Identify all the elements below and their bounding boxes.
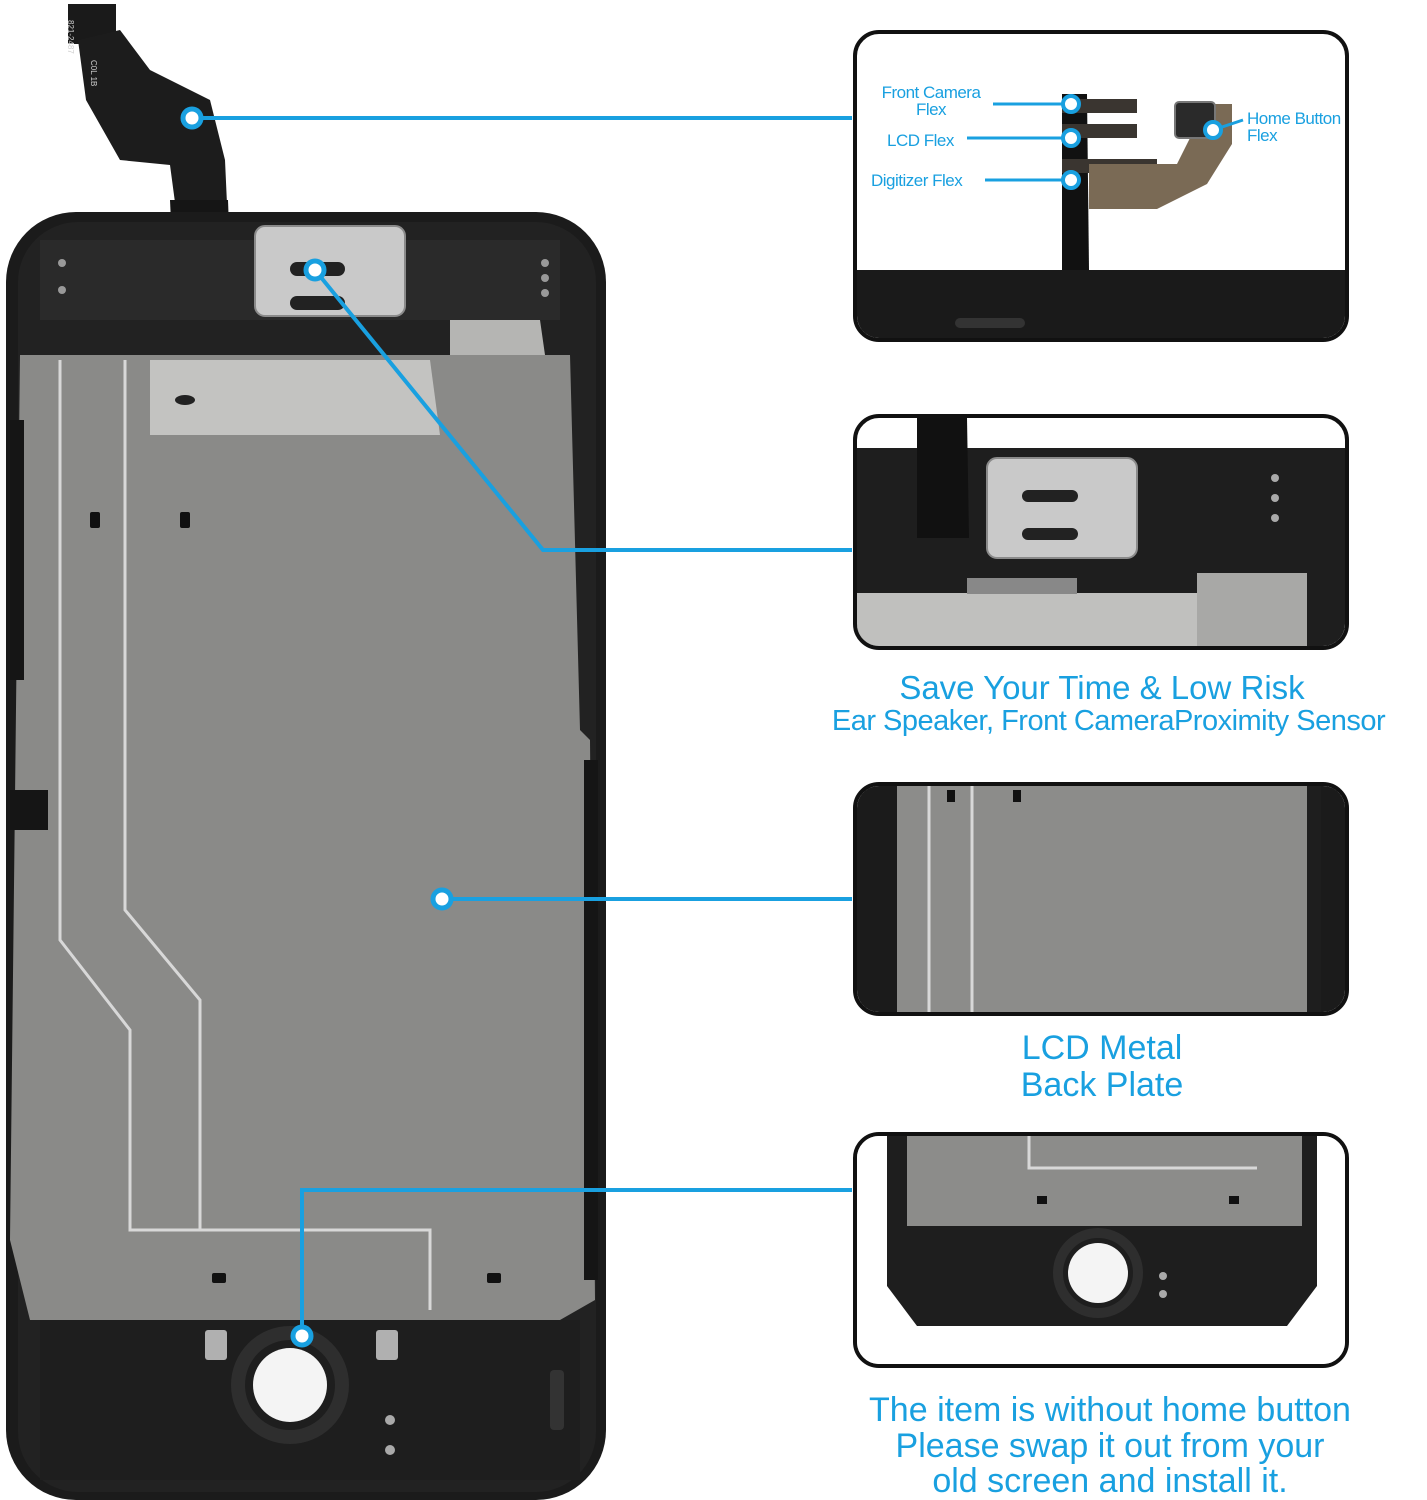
front-camera-flex-label: Front Camera Flex — [881, 83, 981, 119]
no-home-button-caption: The item is without home button Please s… — [820, 1391, 1400, 1500]
metal-back-plate-detail-panel — [853, 782, 1349, 1016]
save-time-title: Save Your Time & Low Risk — [899, 669, 1305, 706]
no-home-button-line2: Please swap it out from your — [895, 1426, 1325, 1465]
metal-plate-caption: LCD Metal Back Plate — [852, 1030, 1352, 1103]
flex-callout-lines — [967, 94, 1244, 190]
no-home-button-line3: old screen and install it. — [932, 1462, 1288, 1500]
flex-marking-1: 821-2487 — [66, 20, 75, 54]
no-home-button-line1: The item is without home button — [869, 1391, 1351, 1429]
home-button-detail-panel — [853, 1132, 1349, 1368]
lcd-flex-label: LCD Flex — [887, 131, 954, 150]
flex-detail-panel: Front Camera Flex LCD Flex Digitizer Fle… — [853, 30, 1349, 342]
flex-marking-2: C0L 1B — [89, 60, 98, 87]
metal-plate-line2: Back Plate — [1020, 1065, 1184, 1104]
callout-dots — [180, 106, 454, 1348]
digitizer-flex-label: Digitizer Flex — [871, 171, 963, 190]
ear-speaker-detail-panel — [853, 414, 1349, 650]
metal-plate-line1: LCD Metal — [1021, 1029, 1183, 1067]
home-button-flex-label: Home Button Flex — [1247, 109, 1341, 145]
ear-speaker-subtitle: Ear Speaker, Front CameraProximity Senso… — [831, 705, 1386, 737]
callout-lines — [192, 116, 852, 1336]
